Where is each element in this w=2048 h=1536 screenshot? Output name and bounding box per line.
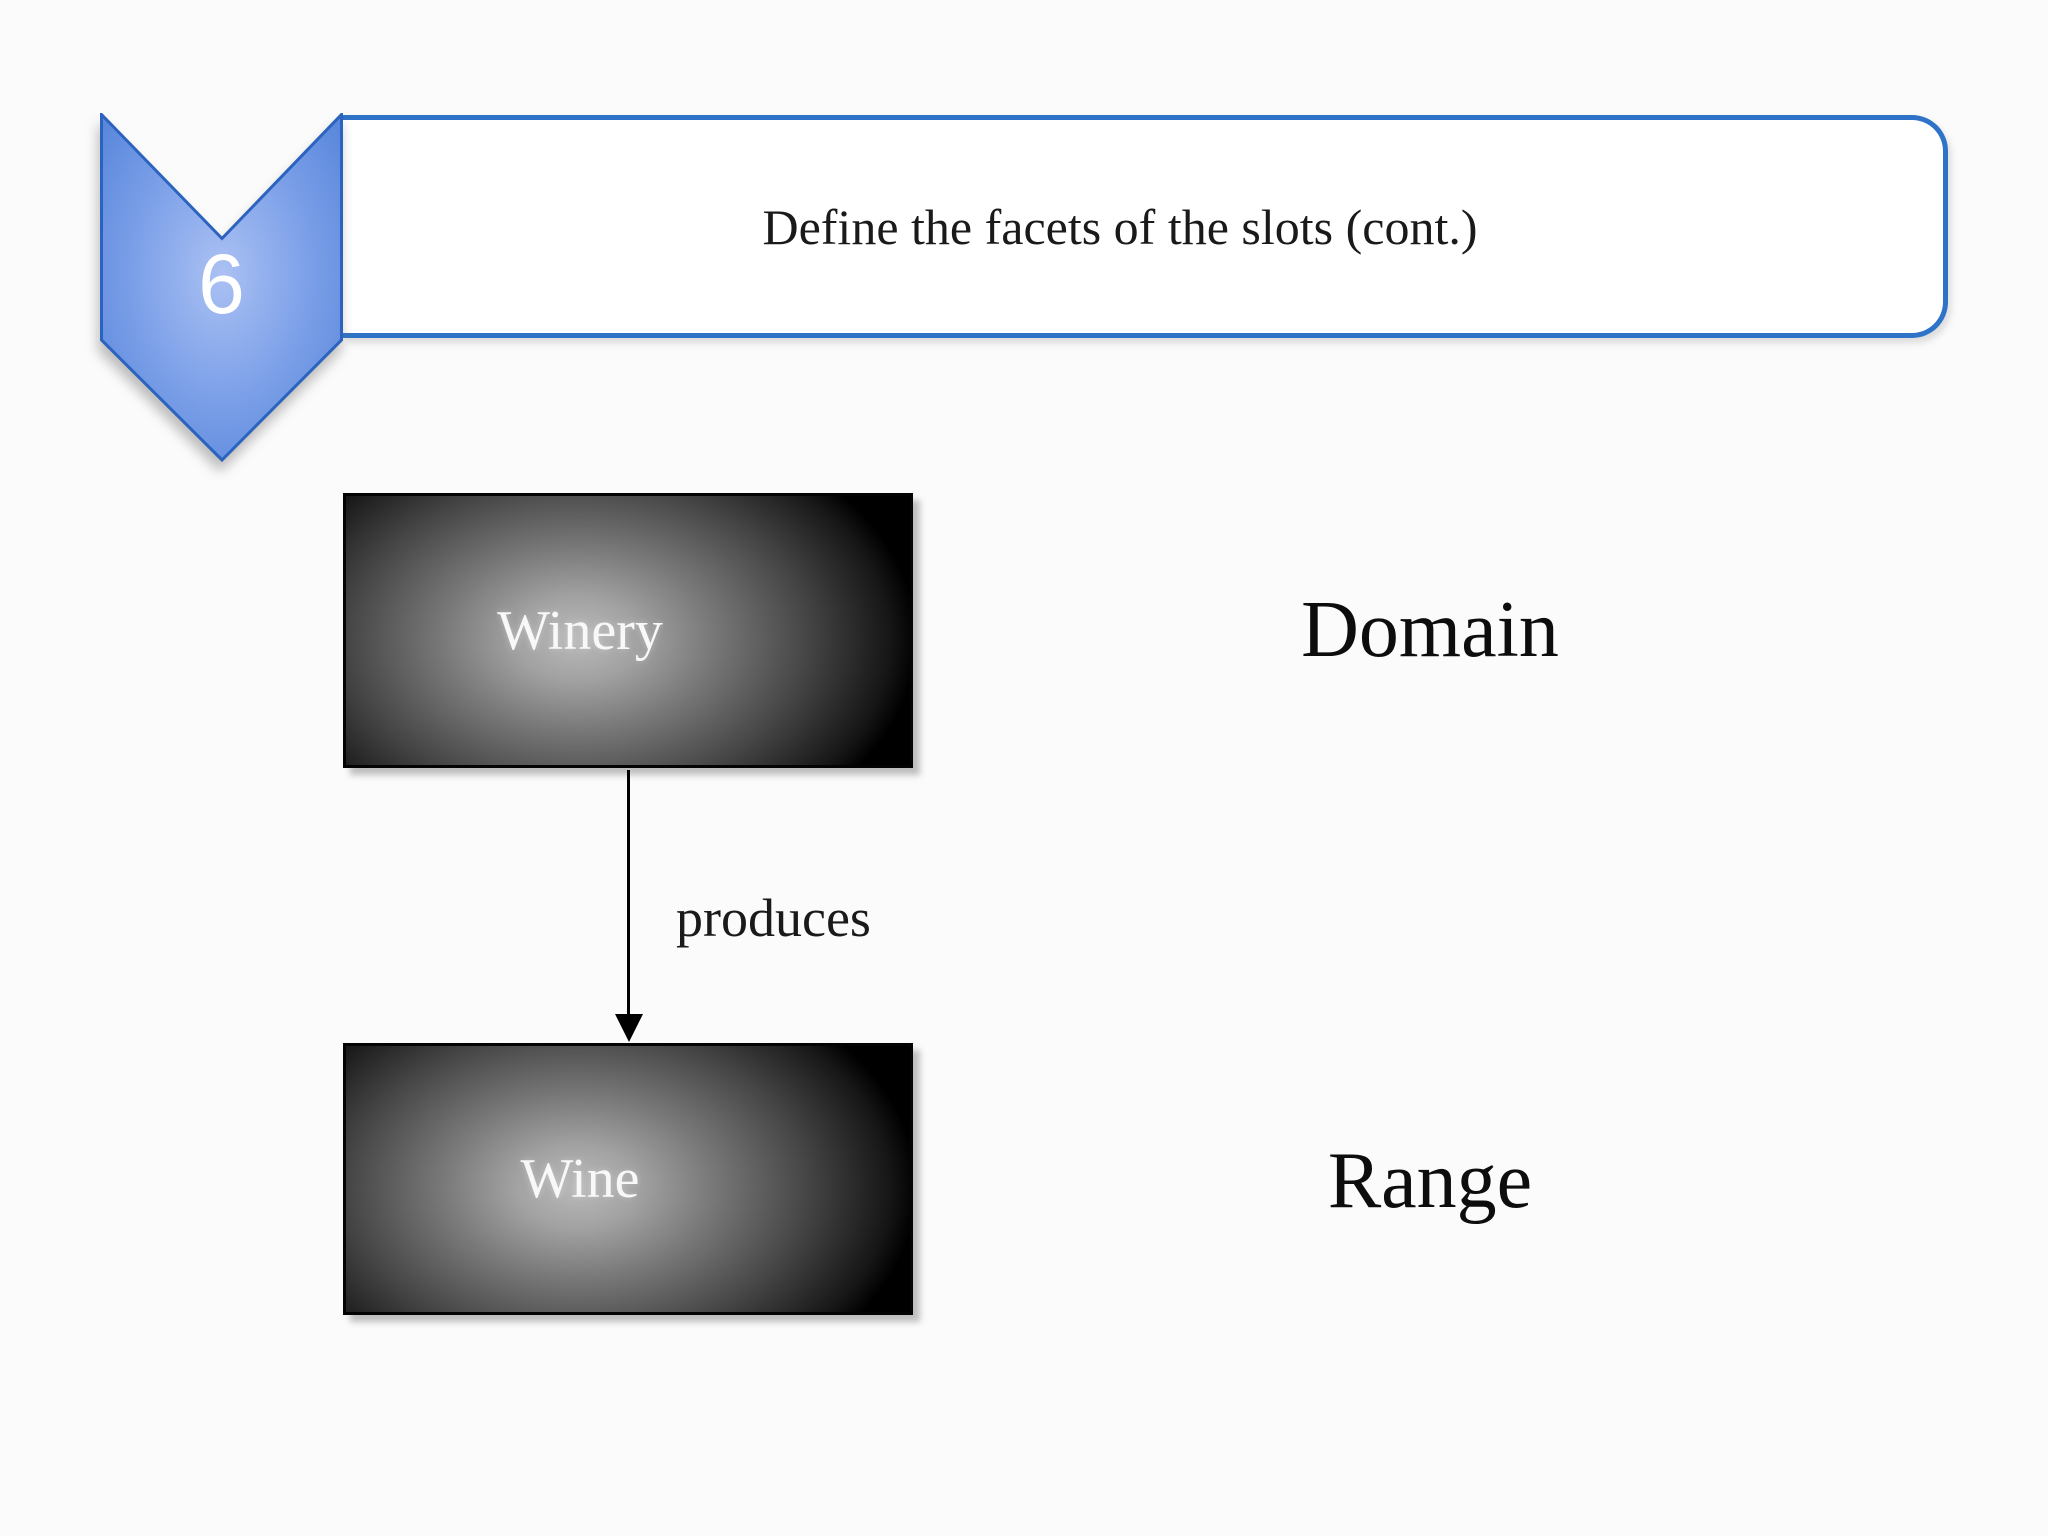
wine-node: Wine (343, 1043, 913, 1315)
domain-annotation: Domain (1301, 586, 1559, 674)
title-banner: Define the facets of the slots (cont.) (343, 115, 1948, 338)
step-number: 6 (198, 236, 245, 331)
produces-arrow-head-icon (615, 1014, 643, 1042)
wine-label: Wine (520, 1148, 640, 1210)
produces-edge-label: produces (676, 888, 871, 948)
produces-arrow-line (627, 770, 630, 1017)
range-annotation: Range (1327, 1137, 1533, 1225)
slide-title: Define the facets of the slots (cont.) (762, 198, 1478, 255)
chevron-shape (100, 113, 343, 462)
winery-node: Winery (343, 493, 913, 768)
winery-label: Winery (497, 599, 663, 662)
step-chevron-icon (100, 113, 343, 462)
